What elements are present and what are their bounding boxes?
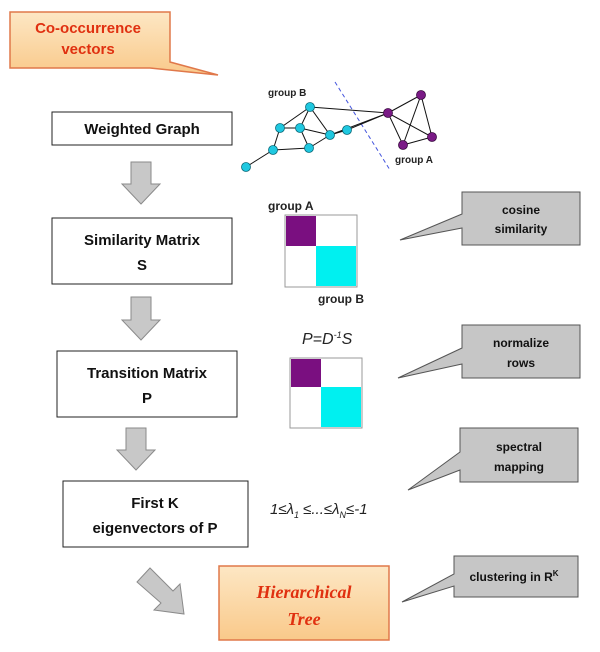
down-arrow-2 — [120, 296, 162, 341]
node-b2 — [268, 145, 278, 155]
transition-matrix-label-2: P — [142, 390, 152, 407]
eigenvectors-label-2: eigenvectors of P — [92, 520, 217, 537]
hierarchical-tree-label-1: Hierarchical — [256, 582, 352, 602]
cosine-callout-label-2: similarity — [495, 222, 548, 236]
cosine-callout-label-1: cosine — [502, 203, 540, 217]
hierarchical-tree-label-2: Tree — [287, 609, 320, 629]
clustering-callout: clustering in RK — [401, 555, 579, 603]
graph-group-b-label: group B — [268, 88, 306, 99]
similarity-block-matrix: group A group B — [268, 199, 364, 306]
eigenvectors-box: First K eigenvectors of P — [62, 480, 249, 548]
hierarchical-tree-box: Hierarchical Tree — [218, 565, 390, 641]
weighted-graph-label: Weighted Graph — [84, 121, 200, 138]
node-b1 — [241, 162, 251, 172]
similarity-matrix-label-1: Similarity Matrix — [84, 232, 201, 249]
eigenvectors-label-1: First K — [131, 495, 179, 512]
normalize-callout-label-2: rows — [507, 356, 535, 370]
spectral-mapping-callout: spectral mapping — [407, 427, 579, 491]
node-b6 — [304, 143, 314, 153]
clustering-callout-label: clustering in RK — [469, 569, 558, 584]
network-graph: group B group A — [241, 81, 437, 172]
weighted-graph-box: Weighted Graph — [51, 111, 233, 146]
co-occurrence-label-2: vectors — [61, 41, 114, 58]
matrix-group-b-label: group B — [318, 292, 364, 306]
similarity-matrix-box: Similarity Matrix S — [51, 217, 233, 285]
node-b3 — [275, 123, 285, 133]
normalize-rows-callout: normalize rows — [397, 324, 581, 379]
node-a2 — [416, 90, 426, 100]
down-arrow-1 — [120, 161, 162, 205]
node-b5 — [305, 102, 315, 112]
node-a4 — [427, 132, 437, 142]
node-b4 — [295, 123, 305, 133]
co-occurrence-label-1: Co-occurrence — [35, 20, 141, 37]
similarity-matrix-label-2: S — [137, 257, 147, 274]
spectral-callout-label-1: spectral — [496, 440, 542, 454]
matrix-group-a-label: group A — [268, 199, 314, 213]
transition-formula: P=D-1S — [302, 330, 353, 348]
transition-matrix-label-1: Transition Matrix — [87, 365, 208, 382]
co-occurrence-callout: Co-occurrence vectors — [9, 11, 219, 76]
spectral-callout-label-2: mapping — [494, 460, 544, 474]
eigenvalue-formula: 1≤λ1 ≤...≤λN≤-1 — [270, 501, 368, 520]
node-b7 — [325, 130, 335, 140]
down-arrow-3 — [115, 427, 157, 471]
node-a3 — [398, 140, 408, 150]
normalize-callout-label-1: normalize — [493, 336, 549, 350]
graph-group-a-label: group A — [395, 155, 433, 166]
node-b8 — [342, 125, 352, 135]
transition-block-matrix — [289, 357, 363, 429]
diagonal-arrow — [136, 567, 185, 615]
transition-matrix-box: Transition Matrix P — [56, 350, 238, 418]
node-a1 — [383, 108, 393, 118]
cosine-similarity-callout: cosine similarity — [399, 191, 581, 246]
